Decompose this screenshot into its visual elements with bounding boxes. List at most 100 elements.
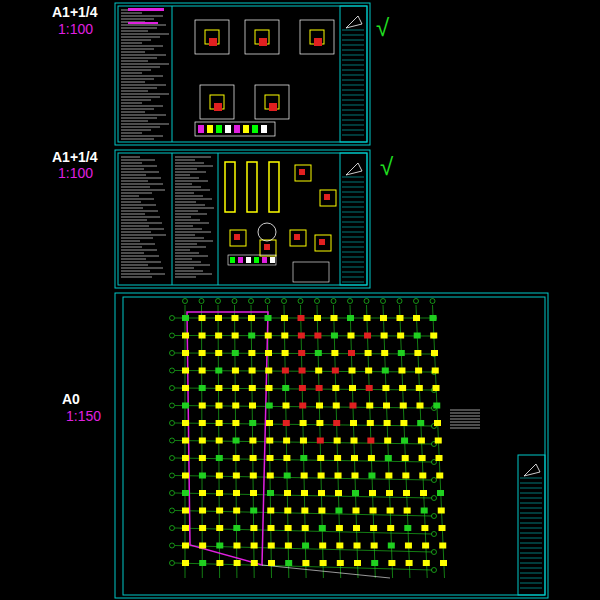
note-line: [121, 271, 150, 272]
note-line: [175, 259, 192, 260]
note-line: [121, 235, 166, 236]
column-footing: [302, 560, 309, 566]
column-footing: [384, 438, 391, 444]
axis-bubble: [364, 299, 369, 304]
column-footing: [282, 368, 289, 374]
check-mark: √: [380, 155, 393, 179]
title-block-line: [342, 207, 364, 208]
schedule-table: [195, 122, 275, 136]
column-footing: [267, 490, 274, 496]
title-block-line: [342, 212, 364, 213]
column-footing: [439, 525, 446, 531]
scale-label: 1:100: [58, 22, 93, 36]
column-footing: [417, 403, 424, 409]
column-footing: [406, 560, 413, 566]
axis-bubble: [170, 403, 175, 408]
column-footing: [199, 508, 206, 514]
column-footing: [234, 560, 241, 566]
column-footing: [352, 473, 359, 479]
column-footing: [437, 490, 444, 496]
table-cell: [238, 257, 243, 263]
axis-bubble: [170, 333, 175, 338]
column-footing: [415, 368, 422, 374]
title-block-line: [342, 282, 364, 283]
note-line: [450, 410, 480, 411]
column-footing: [367, 438, 374, 444]
note-line: [121, 250, 157, 251]
note-line: [121, 193, 152, 194]
column-footing: [216, 403, 223, 409]
note-line: [121, 70, 151, 71]
axis-bubble: [432, 478, 437, 483]
table-cell: [225, 125, 231, 133]
note-line: [121, 94, 169, 95]
note-line: [121, 202, 141, 203]
title-block-line: [520, 563, 542, 564]
note-line: [121, 166, 157, 167]
column-footing: [216, 455, 223, 461]
column-footing: [283, 455, 290, 461]
column-footing: [199, 385, 206, 391]
column-footing: [435, 438, 442, 444]
column-footing: [370, 508, 377, 514]
column-footing: [248, 350, 255, 356]
note-line: [121, 76, 163, 77]
column-footing: [182, 525, 189, 531]
axis-bubble: [249, 299, 254, 304]
column-footing: [199, 455, 206, 461]
note-line: [121, 124, 169, 125]
note-line: [121, 274, 165, 275]
column-footing: [318, 508, 325, 514]
column-footing: [366, 385, 373, 391]
title-block-line: [342, 105, 364, 106]
column-footing: [351, 438, 358, 444]
column-footing: [387, 508, 394, 514]
column-footing: [182, 543, 189, 549]
footing-detail: [255, 85, 289, 119]
note-line: [175, 169, 197, 170]
column-footing: [216, 473, 223, 479]
column-footing: [436, 473, 443, 479]
title-block-line: [342, 232, 364, 233]
title-block-line: [342, 90, 364, 91]
column-footing: [316, 420, 323, 426]
axis-line: [433, 305, 445, 578]
column-footing: [354, 560, 361, 566]
column-footing: [283, 420, 290, 426]
title-block-line: [520, 553, 542, 554]
note-line: [175, 253, 199, 254]
title-block-line: [520, 538, 542, 539]
rebar-mark: [234, 234, 240, 240]
column-footing: [300, 420, 307, 426]
axis-bubble: [432, 568, 437, 573]
axis-bubble: [397, 299, 402, 304]
note-line: [175, 268, 194, 269]
column-footing: [384, 420, 391, 426]
axis-bubble: [170, 473, 175, 478]
column-footing: [232, 420, 239, 426]
title-block-line: [342, 242, 364, 243]
column-footing: [215, 385, 222, 391]
note-line: [121, 232, 151, 233]
column-footing: [332, 368, 339, 374]
note-line: [121, 259, 146, 260]
column-footing: [430, 315, 437, 321]
column-footing: [265, 368, 272, 374]
title-block-line: [520, 493, 542, 494]
rebar-mark: [259, 38, 267, 46]
column-footing: [314, 315, 321, 321]
column-footing: [368, 473, 375, 479]
table-cell: [270, 257, 275, 263]
column-footing: [182, 368, 189, 374]
note-line: [121, 187, 150, 188]
note-line: [121, 172, 159, 173]
column-footing: [266, 403, 273, 409]
column-footing: [267, 473, 274, 479]
column-footing: [400, 403, 407, 409]
column-footing: [250, 525, 257, 531]
note-line: [121, 190, 165, 191]
column-footing: [331, 315, 338, 321]
column-footing: [402, 455, 409, 461]
title-block-line: [342, 95, 364, 96]
